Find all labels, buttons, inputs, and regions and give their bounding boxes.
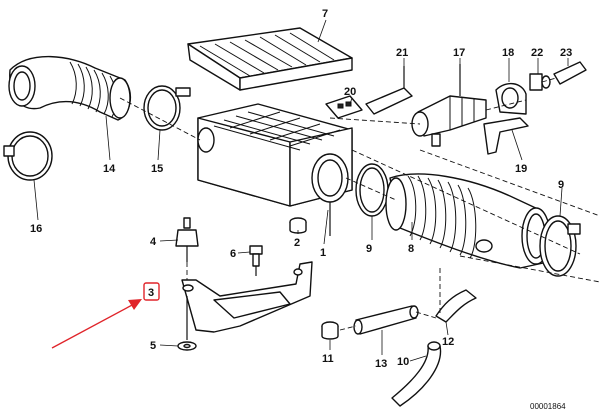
part-17-idle-valve	[411, 64, 487, 147]
part-4-rubber-mount	[175, 217, 199, 262]
part-14-intake-hose	[8, 55, 132, 121]
part-21-plug	[365, 66, 413, 115]
part-20-connector	[325, 95, 363, 119]
callout-1: 1	[320, 247, 326, 259]
part-16-hose-clamp	[3, 131, 53, 181]
callout-2: 2	[294, 237, 300, 249]
callout-11: 11	[322, 353, 334, 365]
callout-10: 10	[397, 356, 409, 368]
part-18-holder	[495, 83, 527, 115]
assembly-dashed-lines	[119, 77, 600, 331]
callout-22: 22	[531, 47, 543, 59]
part-15-hose-clamp	[143, 85, 191, 131]
callout-21: 21	[396, 47, 408, 59]
callout-9-right: 9	[558, 179, 564, 191]
part-23-plug	[553, 61, 587, 85]
callout-6: 6	[230, 248, 236, 260]
diagram-reference-number: 00001864	[530, 402, 566, 411]
highlight-box	[143, 282, 160, 301]
part-1-air-flow-meter	[311, 153, 349, 236]
part-13-hose	[353, 305, 419, 335]
callout-16: 16	[30, 223, 42, 235]
callout-20: 20	[344, 86, 356, 98]
part-3-bracket	[181, 261, 313, 340]
arrowhead-icon	[128, 299, 142, 310]
part-10-bent-hose	[391, 341, 442, 407]
callout-7: 7	[322, 8, 328, 20]
part-9-clamp-left	[355, 163, 389, 217]
callout-23: 23	[560, 47, 572, 59]
part-9-clamp-right	[539, 215, 581, 277]
callout-9-left: 9	[366, 243, 372, 255]
part-11-cap	[321, 321, 339, 340]
callout-numbers: 7 21 17 18 22 23 20 14 15 16 19 9 8 1 2 …	[30, 8, 572, 370]
part-22-clip	[529, 73, 551, 91]
part-19-bracket	[483, 117, 529, 155]
callout-13: 13	[375, 358, 387, 370]
callout-4: 4	[150, 236, 157, 248]
callout-12: 12	[442, 336, 454, 348]
highlight-callout-3	[51, 282, 160, 349]
callout-14: 14	[103, 163, 116, 175]
part-2-cap	[289, 217, 307, 234]
part-7-filter-element	[187, 27, 353, 91]
callout-3: 3	[148, 287, 154, 299]
part-5-washer	[177, 341, 197, 351]
callout-18: 18	[502, 47, 514, 59]
callout-8: 8	[408, 243, 414, 255]
part-12-hose	[435, 268, 477, 323]
callout-15: 15	[151, 163, 163, 175]
callout-5: 5	[150, 340, 156, 352]
highlight-arrow	[51, 303, 135, 349]
leader-lines	[33, 19, 569, 362]
part-6-bolt	[249, 245, 263, 276]
callout-17: 17	[453, 47, 465, 59]
callout-19: 19	[515, 163, 527, 175]
